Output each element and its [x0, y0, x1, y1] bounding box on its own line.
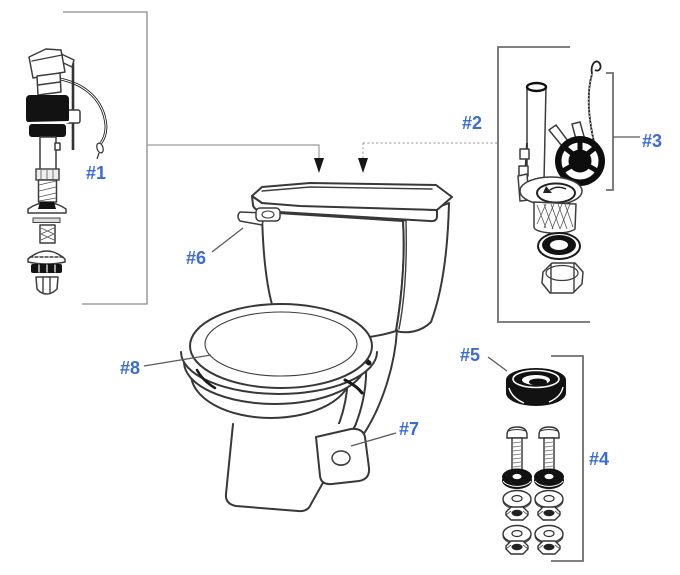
fill-valve-drawing [26, 48, 108, 295]
flush-valve-drawing [517, 60, 605, 294]
down-arrow-icon [358, 158, 368, 173]
flush-handle [237, 207, 281, 226]
part-callout-5[interactable]: #5 [460, 345, 480, 365]
part-callout-6[interactable]: #6 [186, 248, 206, 268]
part-callout-4[interactable]: #4 [589, 449, 609, 469]
bolt-kit-drawing [501, 426, 565, 555]
rubber-washer [533, 468, 565, 490]
leader-part8 [143, 354, 212, 367]
part-callout-3[interactable]: #3 [642, 131, 662, 151]
closet-bolt [538, 426, 560, 475]
leader-arrow-left [147, 144, 324, 173]
leader-part5 [487, 356, 508, 372]
part-callout-7[interactable]: #7 [399, 419, 419, 439]
closet-bolt [506, 426, 528, 475]
wax-ring-drawing [506, 368, 566, 406]
leader-part7 [350, 432, 397, 447]
tank-lid [251, 182, 453, 223]
part-callout-8[interactable]: #8 [120, 358, 140, 378]
bracket-part2 [497, 46, 590, 323]
bolt-cap [331, 450, 351, 466]
hex-nut [537, 506, 561, 521]
bracket-part1 [63, 11, 148, 305]
seat-ring [180, 351, 378, 395]
part-callout-1[interactable]: #1 [86, 163, 106, 183]
toilet-drawing [180, 182, 453, 513]
leader-arrow-right [358, 142, 497, 173]
overflow-tube [525, 81, 548, 93]
tank-to-bowl-gasket [537, 232, 581, 260]
hex-nut [505, 540, 529, 555]
down-arrow-icon [314, 158, 324, 173]
flat-washer [502, 489, 532, 510]
leader-part6 [211, 227, 244, 253]
hex-nut [537, 540, 561, 555]
flat-washer [534, 489, 564, 510]
flush-valve-lock-nut [541, 262, 584, 294]
part-callout-2[interactable]: #2 [462, 113, 482, 133]
bracket-part4 [551, 355, 584, 562]
rubber-washer [501, 468, 533, 490]
bracket-part3 [606, 72, 640, 191]
seat-lid [189, 303, 373, 389]
bolt-cap-foot [315, 427, 371, 486]
hex-nut [505, 506, 529, 521]
flapper [555, 136, 605, 186]
